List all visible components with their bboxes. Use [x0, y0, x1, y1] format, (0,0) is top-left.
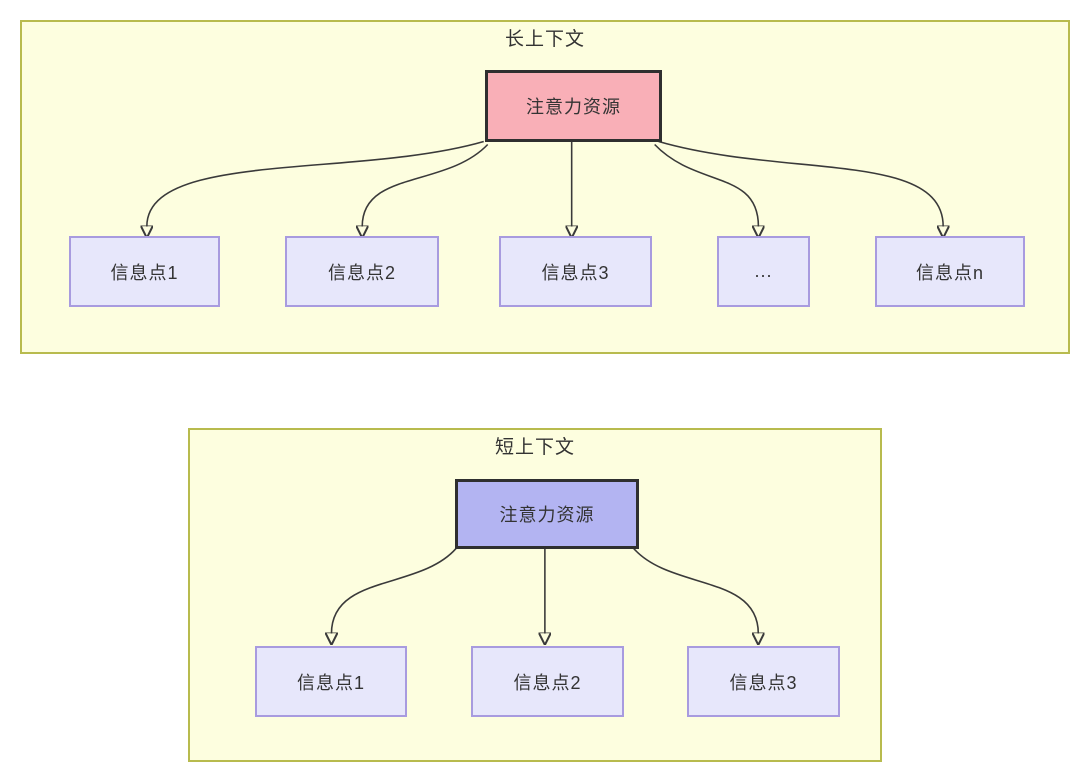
arrow-to-info-n — [658, 140, 944, 227]
info-node-1: 信息点1 — [69, 236, 220, 307]
info-node-ellipsis: ... — [717, 236, 810, 307]
arrow-to-info-1 — [331, 548, 457, 634]
arrow-to-info-2 — [362, 143, 489, 227]
info-node-2: 信息点2 — [471, 646, 624, 717]
attention-resource-node: 注意力资源 — [455, 479, 639, 549]
info-node-n: 信息点n — [875, 236, 1025, 307]
arrow-to-info-1 — [147, 140, 484, 227]
arrow-to-info-3 — [633, 548, 758, 634]
short-context-title: 短上下文 — [494, 437, 575, 458]
info-node-1: 信息点1 — [255, 646, 407, 717]
info-node-2: 信息点2 — [285, 236, 439, 307]
arrow-to-info-ellipsis — [654, 143, 759, 227]
attention-resource-node: 注意力资源 — [485, 70, 662, 142]
info-node-3: 信息点3 — [499, 236, 652, 307]
info-node-3: 信息点3 — [687, 646, 840, 717]
long-context-panel: 长上下文 注意力资源 信息点1 信息点2 信息点3 ... 信息点n — [20, 20, 1070, 354]
long-context-title: 长上下文 — [504, 29, 585, 50]
short-context-panel: 短上下文 注意力资源 信息点1 信息点2 信息点3 — [188, 428, 882, 762]
